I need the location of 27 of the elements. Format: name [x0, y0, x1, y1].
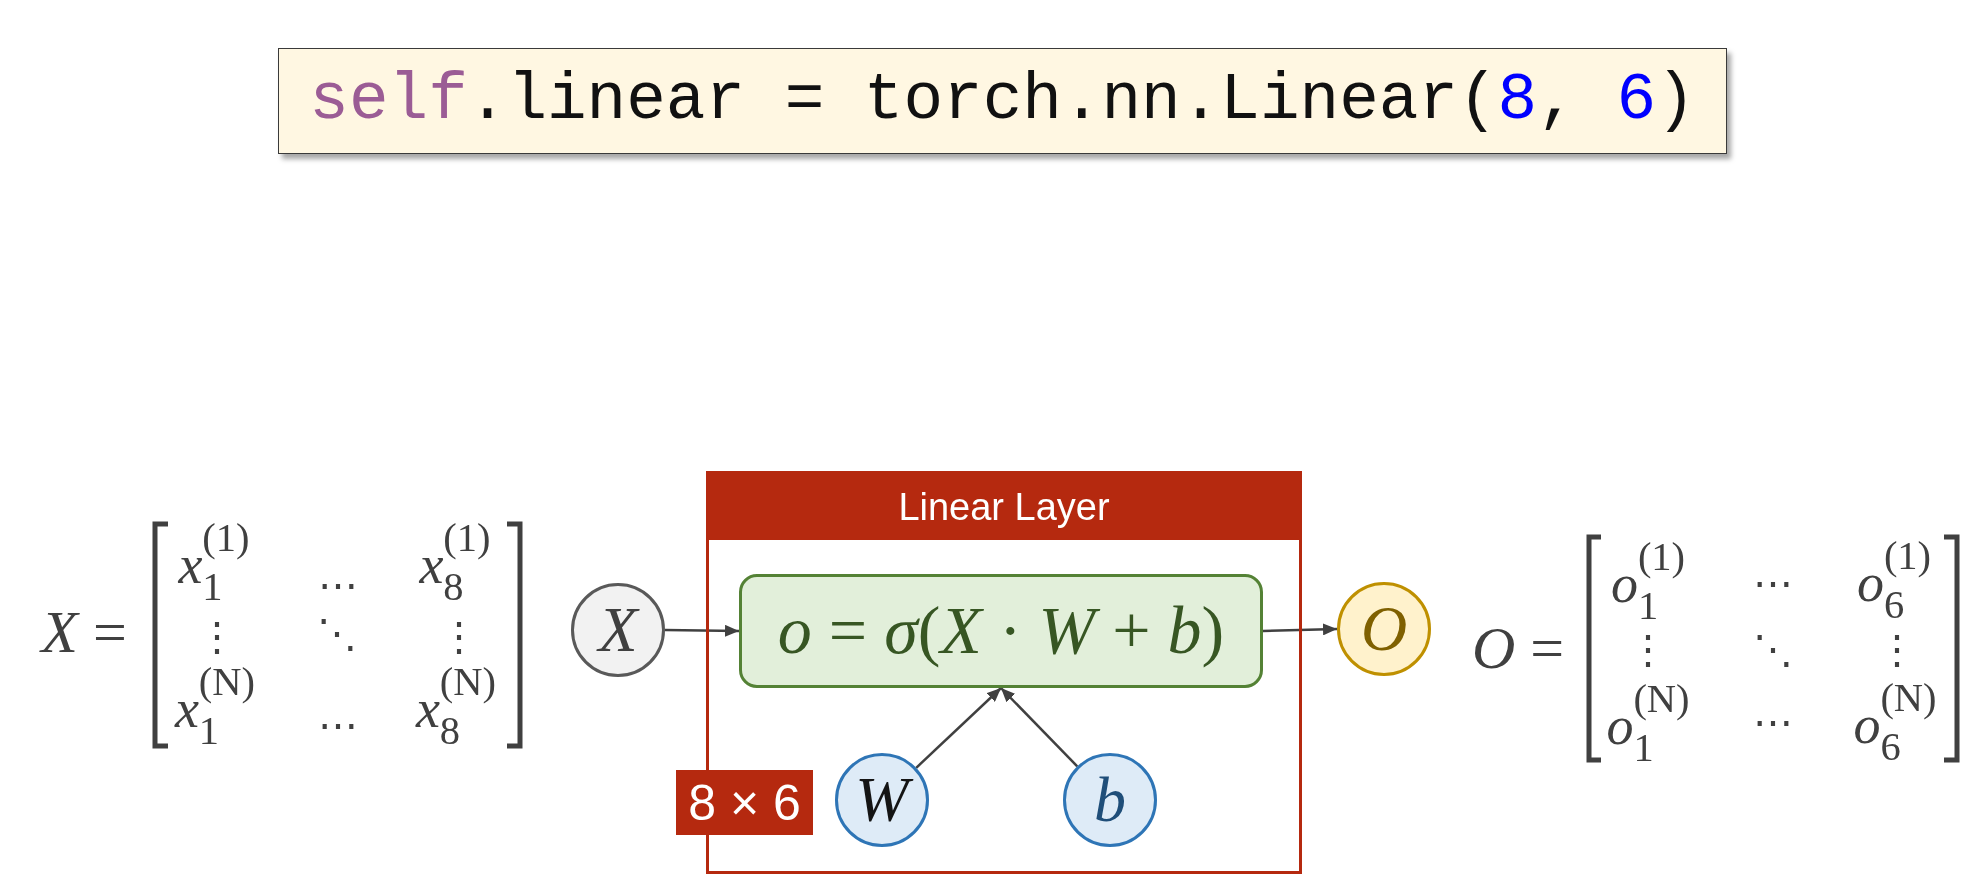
- arrow: [1262, 623, 1338, 636]
- size-tag: [676, 770, 813, 835]
- ellipsis: ⋱: [316, 611, 358, 657]
- code-box: [278, 48, 1727, 154]
- ellipsis: ⋯: [1752, 700, 1794, 746]
- ellipsis: ⋯: [317, 703, 359, 749]
- code-text: self.linear = torch.nn.Linear(8, 6): [309, 68, 1696, 134]
- ellipsis: ⋱: [1752, 627, 1794, 673]
- variable-label: b: [1093, 768, 1127, 832]
- size-text: 8 × 6: [688, 777, 801, 828]
- variable-label: W: [847, 768, 917, 832]
- variable-label: O: [1359, 597, 1409, 661]
- formula-text: o = σ(X · W + b): [776, 595, 1226, 667]
- equation-lhs: X =: [38, 597, 128, 667]
- variable-label: X: [595, 598, 641, 662]
- equation-lhs: O =: [1470, 613, 1566, 683]
- layer-header: Linear Layer: [709, 474, 1299, 540]
- arrow: [915, 687, 1002, 769]
- ellipsis: ⋮: [1627, 627, 1669, 673]
- ellipsis: ⋯: [317, 563, 359, 609]
- arrow: [1000, 687, 1079, 768]
- ellipsis: ⋮: [196, 614, 238, 660]
- formula-box: [739, 574, 1263, 688]
- ellipsis: ⋮: [438, 614, 480, 660]
- arrow: [665, 624, 739, 637]
- ellipsis: ⋮: [1876, 627, 1918, 673]
- ellipsis: ⋯: [1752, 561, 1794, 607]
